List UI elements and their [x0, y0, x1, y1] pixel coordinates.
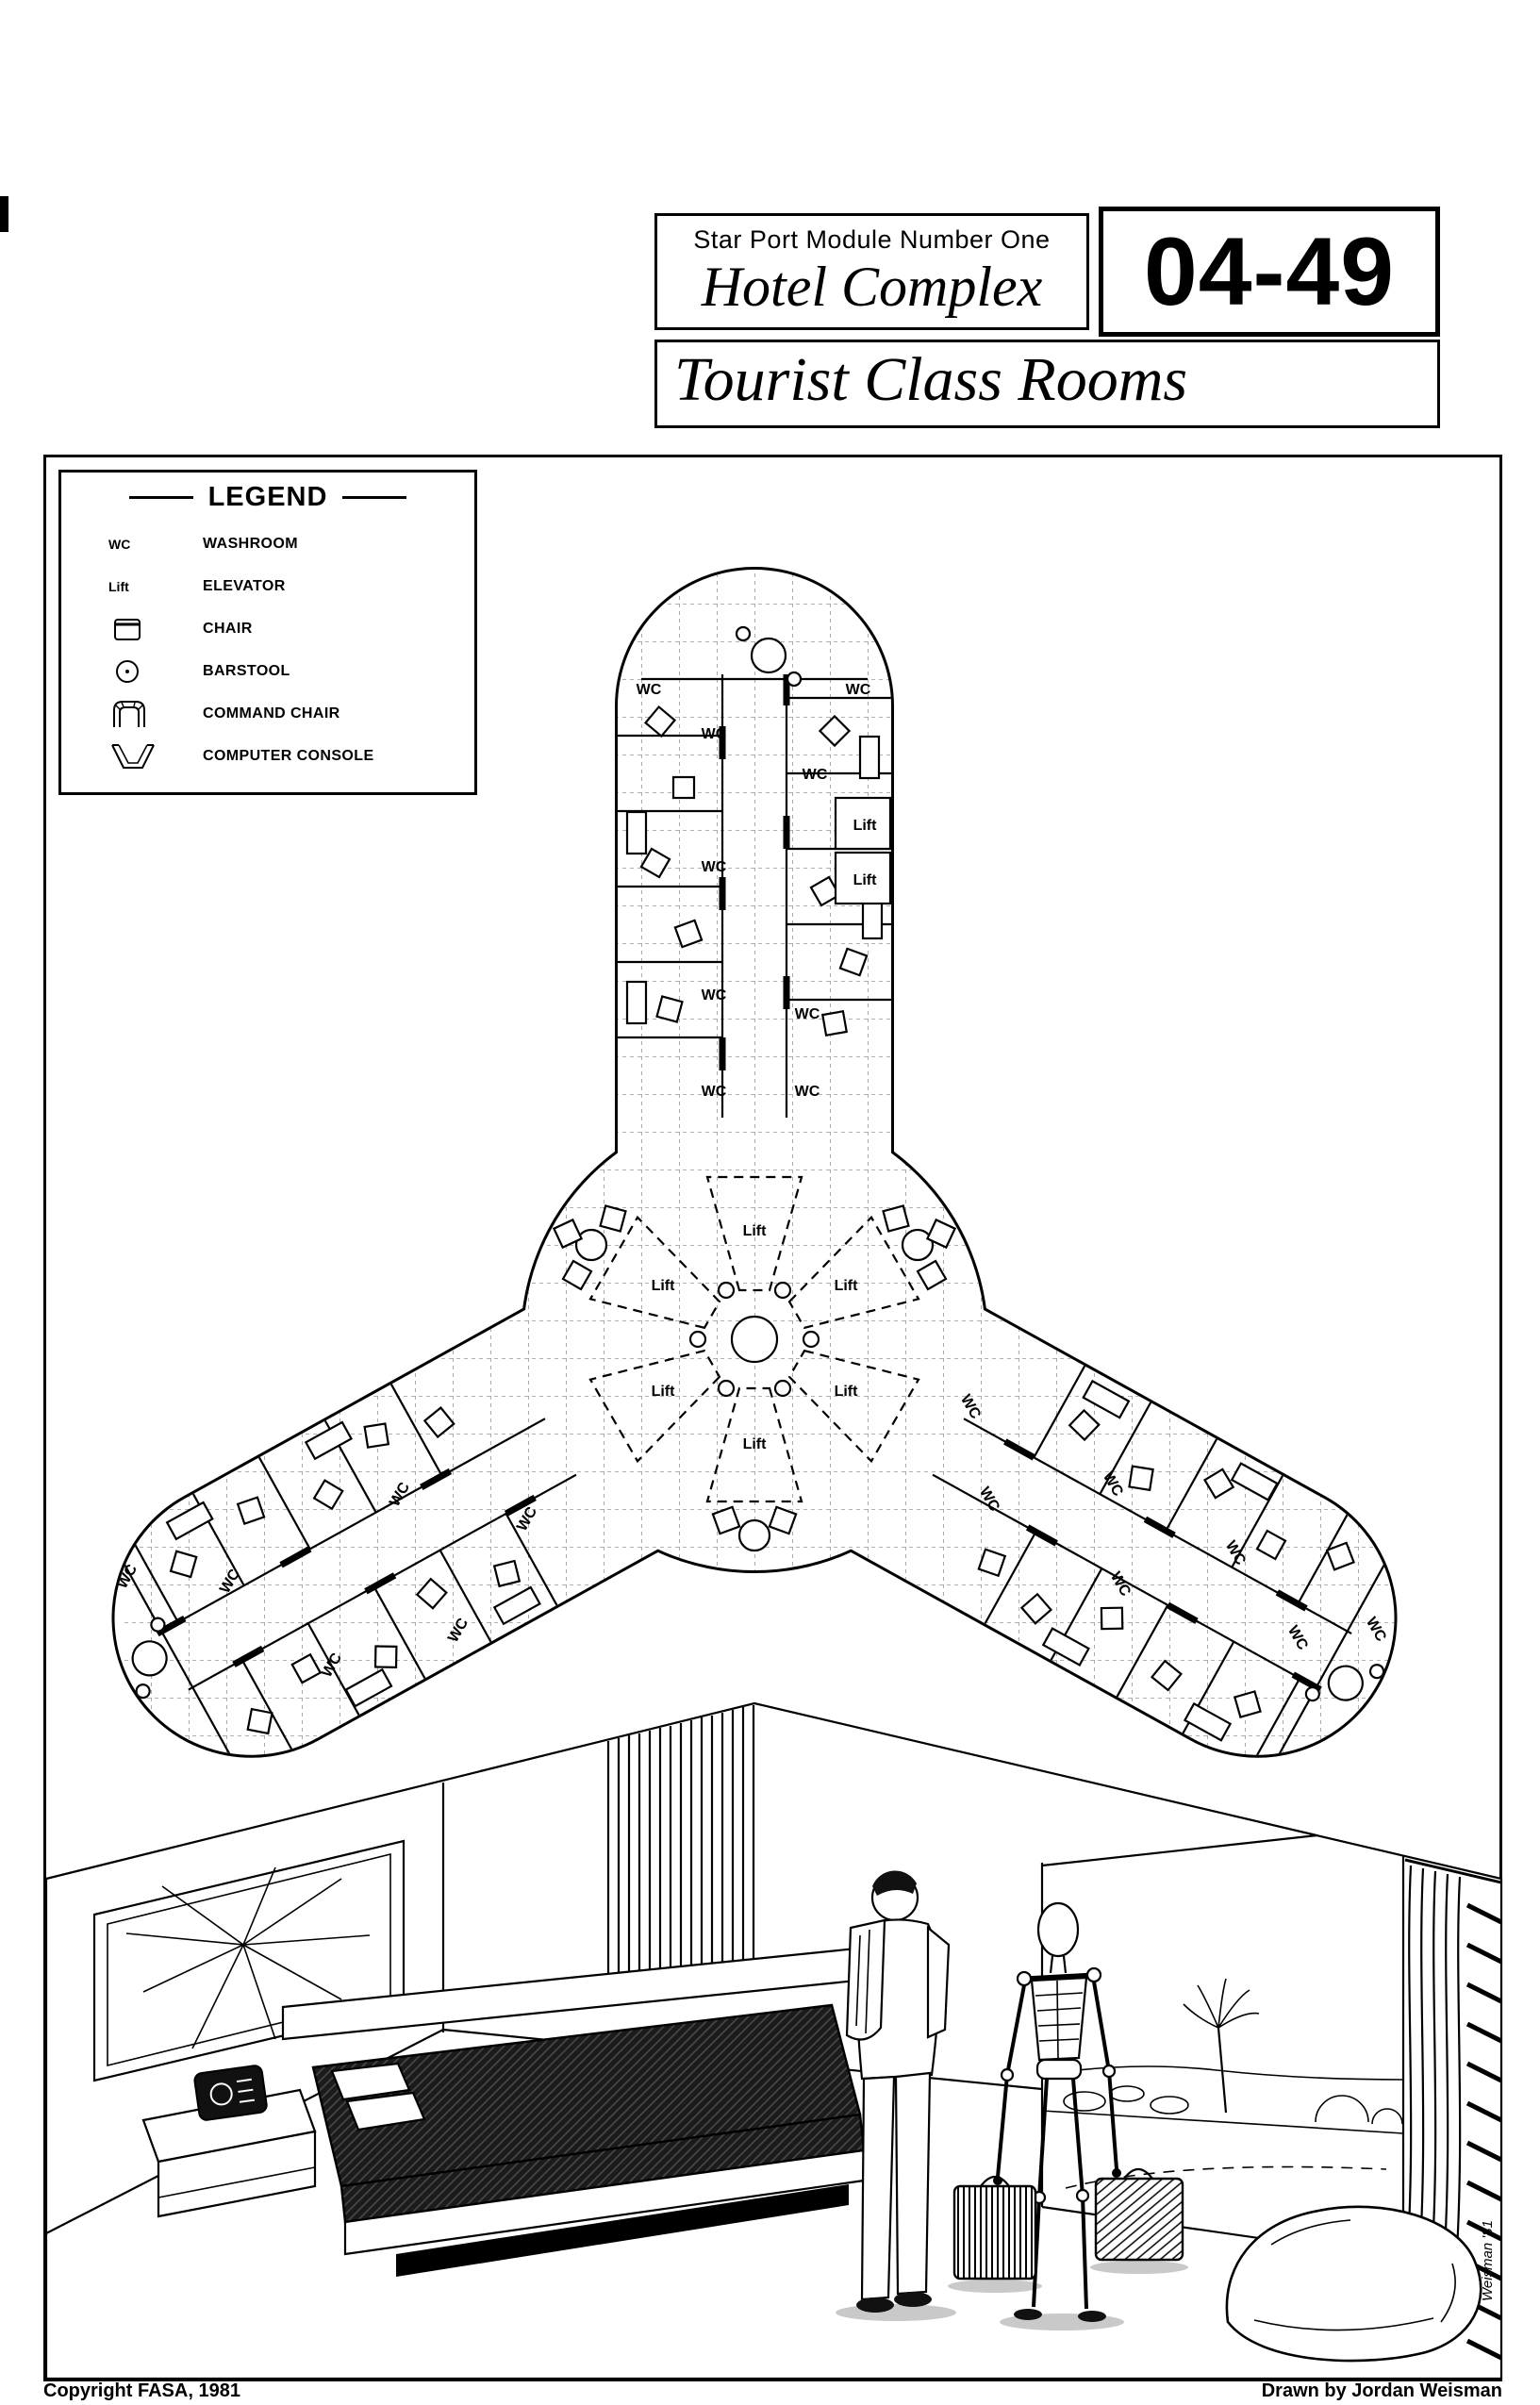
- room-illustration: Weisman '81: [44, 1701, 1503, 2380]
- title-row: Star Port Module Number One Hotel Comple…: [654, 207, 1440, 338]
- map-label-lift: Lift: [853, 818, 878, 834]
- legend-dash-right: [342, 496, 407, 499]
- legend-row-barstool: BARSTOOL: [61, 650, 474, 692]
- legend-dash-left: [128, 496, 193, 499]
- edge-registration-mark: [0, 196, 8, 232]
- curtain: [1404, 1858, 1501, 2273]
- barstool-icon: [61, 656, 203, 687]
- credit-text: Drawn by Jordan Weisman: [1261, 2380, 1502, 2401]
- map-label-lift: Lift: [743, 1436, 768, 1452]
- map-label-wc: WC: [803, 767, 828, 783]
- suitcase-right: [1094, 2167, 1184, 2262]
- map-label-wc: WC: [795, 1084, 820, 1100]
- map-label-lift: Lift: [652, 1278, 676, 1294]
- wc-labels-north: WC WC WC WC WC WC WC WC WC: [637, 682, 871, 1100]
- command-chair-icon: [61, 697, 203, 731]
- hub-lounge-furniture: [553, 1204, 956, 1552]
- chair-icon: [61, 614, 203, 644]
- human-figure: [845, 1870, 951, 2313]
- page-subtitle: Tourist Class Rooms: [654, 340, 1440, 429]
- legend-row-chair: CHAIR: [61, 607, 474, 650]
- legend-row-computer-console: COMPUTER CONSOLE: [61, 735, 474, 777]
- lift-symbol: Lift: [108, 578, 129, 594]
- legend-box: LEGEND WC WASHROOM Lift ELEVATOR CHAIR: [58, 470, 477, 795]
- copyright-text: Copyright FASA, 1981: [43, 2380, 240, 2401]
- map-label-lift: Lift: [652, 1384, 676, 1400]
- map-label-lift: Lift: [853, 872, 878, 888]
- legend-label: BARSTOOL: [203, 662, 290, 679]
- legend-label: WASHROOM: [203, 535, 298, 552]
- bed: [311, 2003, 866, 2277]
- map-label-wc: WC: [702, 859, 727, 875]
- computer-console-icon: [61, 739, 203, 773]
- legend-row-elevator: Lift ELEVATOR: [61, 565, 474, 607]
- legend-row-command-chair: COMMAND CHAIR: [61, 692, 474, 735]
- map-label-wc: WC: [846, 682, 871, 698]
- title-left-box: Star Port Module Number One Hotel Comple…: [654, 213, 1089, 331]
- map-label-wc: WC: [637, 682, 662, 698]
- map-label-wc: WC: [702, 1084, 727, 1100]
- comm-device: [193, 2065, 268, 2121]
- illustration-border: [44, 1701, 1503, 2380]
- map-label-wc: WC: [702, 987, 727, 1003]
- legend-label: CHAIR: [203, 620, 253, 637]
- title-block: Star Port Module Number One Hotel Comple…: [654, 207, 1440, 429]
- map-code: 04-49: [1099, 207, 1440, 338]
- nightstand: [141, 2065, 317, 2218]
- suitcase-left: [952, 2175, 1037, 2281]
- legend-title-row: LEGEND: [61, 482, 474, 513]
- legend-title: LEGEND: [207, 482, 328, 512]
- map-label-wc: WC: [795, 1006, 820, 1022]
- map-label-wc: WC: [702, 726, 727, 742]
- legend-label: COMMAND CHAIR: [203, 705, 340, 722]
- robot-figure: [993, 1901, 1121, 2322]
- module-kicker: Star Port Module Number One: [693, 225, 1051, 254]
- beanbag-chair: [1225, 2205, 1482, 2363]
- legend-label: ELEVATOR: [203, 577, 286, 594]
- page-title: Hotel Complex: [701, 256, 1043, 318]
- legend-label: COMPUTER CONSOLE: [203, 747, 374, 764]
- central-lift-hub: Lift Lift Lift Lift Lift Lift: [588, 1175, 920, 1503]
- map-label-lift: Lift: [743, 1223, 768, 1239]
- wc-symbol: WC: [108, 536, 131, 552]
- map-frame: [43, 455, 1502, 2381]
- artist-signature: Weisman '81: [1480, 2220, 1496, 2301]
- map-label-lift: Lift: [835, 1384, 859, 1400]
- map-label-lift: Lift: [835, 1278, 859, 1294]
- legend-row-washroom: WC WASHROOM: [61, 522, 474, 565]
- arm-lift-shafts: Lift Lift: [834, 796, 892, 905]
